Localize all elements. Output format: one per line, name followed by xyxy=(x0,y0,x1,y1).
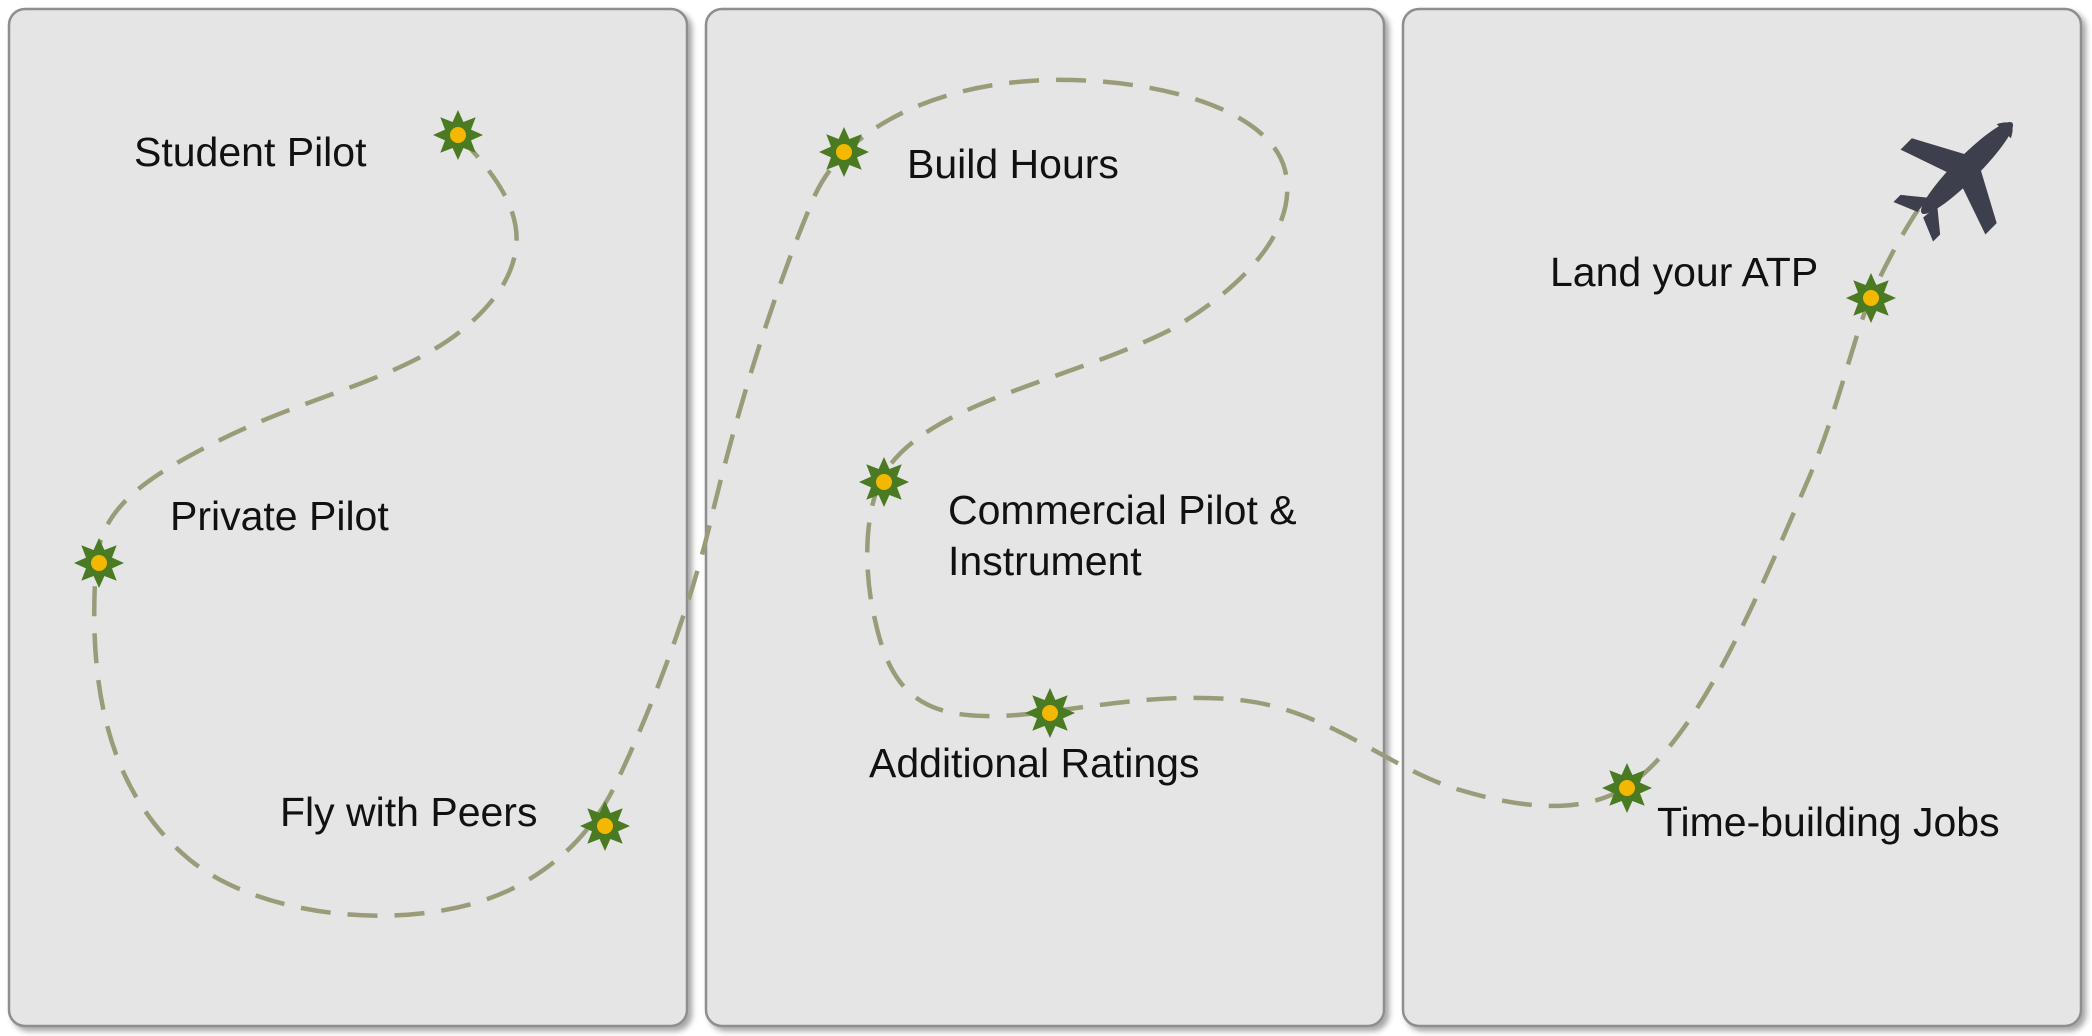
panel-3 xyxy=(1401,7,2083,1028)
starburst-icon xyxy=(580,801,630,851)
starburst-icon xyxy=(1025,688,1075,738)
airplane-icon xyxy=(1893,121,2014,242)
starburst-icon xyxy=(1602,763,1652,813)
milestone-labels: Student Pilot Private Pilot Fly with Pee… xyxy=(134,129,2000,845)
starburst-icon xyxy=(859,457,909,507)
label-build-hours: Build Hours xyxy=(907,141,1119,187)
starburst-icon xyxy=(74,538,124,588)
label-student-pilot: Student Pilot xyxy=(134,129,367,175)
panel-1 xyxy=(7,7,689,1028)
label-additional-ratings: Additional Ratings xyxy=(869,740,1199,786)
label-fly-with-peers: Fly with Peers xyxy=(280,789,537,835)
label-private-pilot: Private Pilot xyxy=(170,493,389,539)
label-land-your-atp: Land your ATP xyxy=(1550,249,1818,295)
panels xyxy=(7,7,2083,1028)
starburst-icon xyxy=(1846,273,1896,323)
label-commercial-pilot-line1: Commercial Pilot & xyxy=(948,487,1297,533)
starburst-icon xyxy=(819,127,869,177)
starburst-icon xyxy=(433,110,483,160)
label-commercial-pilot-line2: Instrument xyxy=(948,538,1142,584)
label-time-building-jobs: Time-building Jobs xyxy=(1657,799,2000,845)
panel-2 xyxy=(704,7,1386,1028)
career-route-path xyxy=(91,77,1927,918)
